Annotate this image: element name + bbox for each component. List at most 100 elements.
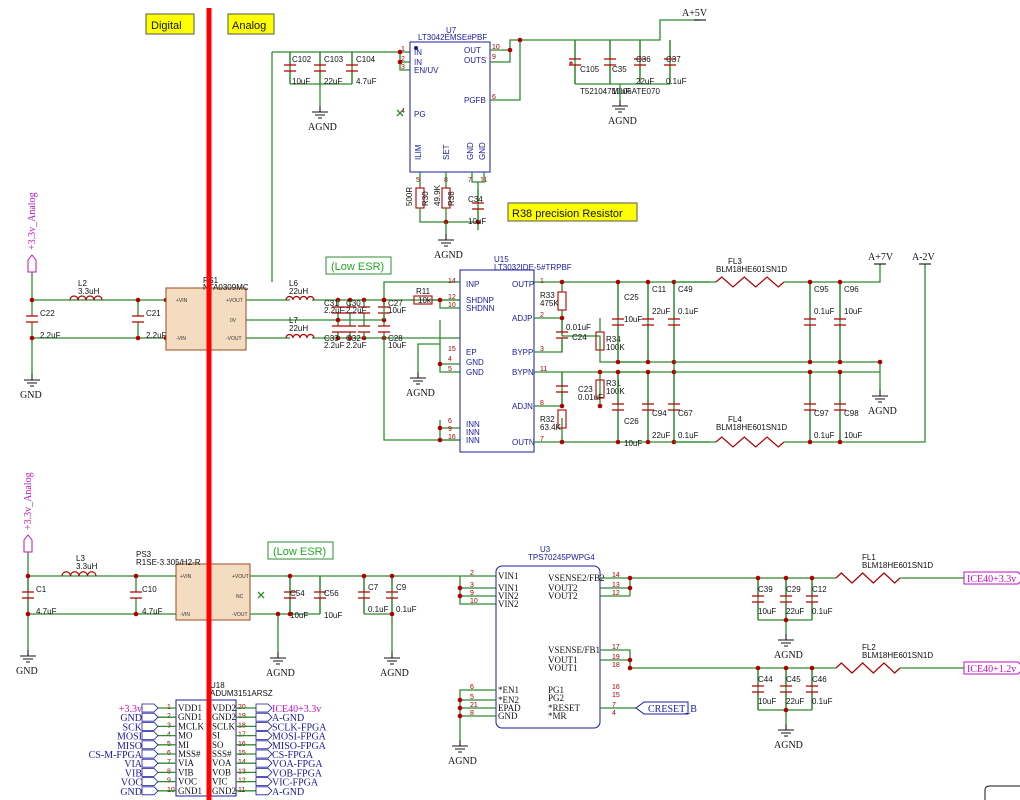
u15-pin-number: 7 <box>540 436 544 443</box>
u3-pin-number: 7 <box>612 702 616 709</box>
junction-dot <box>135 335 141 341</box>
component-ref: C105 <box>580 65 600 74</box>
u15-pin-number: 2 <box>540 312 544 319</box>
wire <box>363 576 393 652</box>
precision-banner-text: R38 precision Resistor <box>512 208 623 220</box>
u15-pin-number: 14 <box>448 278 456 285</box>
component-ref: C37 <box>666 55 681 64</box>
l6-ref: L6 <box>289 279 298 288</box>
junction-dot <box>559 315 565 321</box>
component-ref: C11 <box>652 285 667 294</box>
component-ref: C7 <box>368 583 379 592</box>
net-flag-icon <box>23 534 33 553</box>
u15-pin-name: OUTP <box>512 280 534 289</box>
wire <box>674 282 881 442</box>
component-value: 4.7uF <box>356 77 377 86</box>
wire-u7-out <box>490 19 700 63</box>
u18-right-net: A-GND <box>272 713 304 724</box>
u15-pin-name: SHDNN <box>466 304 495 313</box>
ground-symbol-icon <box>410 372 426 385</box>
resistor-symbol <box>413 295 433 305</box>
u7-pin-number: 10 <box>492 44 500 51</box>
junction-dot <box>807 279 813 285</box>
r11-ref: R11 <box>416 287 431 296</box>
component-ref: C35 <box>612 65 627 74</box>
ps3-pin: NC <box>236 594 244 600</box>
ps1-pin: +VIN <box>176 298 188 304</box>
component-ref: C98 <box>844 409 859 418</box>
r31-ref: R31 <box>606 379 621 388</box>
u7-pin-name: OUT <box>464 46 481 55</box>
u3-part: TPS70245PWPG4 <box>528 553 595 562</box>
wire <box>417 300 460 373</box>
c32-value: 2.2uF <box>346 341 367 350</box>
component-value: 0.1uF <box>812 697 833 706</box>
junction-dot <box>275 611 281 617</box>
ground-label: AGND <box>308 122 337 133</box>
capacitor-symbol <box>332 325 344 333</box>
component-ref: C10 <box>142 585 157 594</box>
junction-dot <box>645 439 651 445</box>
rail-label: A+7V <box>868 252 894 263</box>
junction-dot <box>559 439 565 445</box>
u3-pin-name: VIN1 <box>498 583 519 593</box>
u15-pin-number: 15 <box>448 346 456 353</box>
u18-pin-name: VOC <box>178 777 197 787</box>
u3-pin-number: 8 <box>470 710 474 717</box>
u7-ref: U7 <box>446 26 457 35</box>
ground-label: GND <box>20 390 42 401</box>
u18-left-net: +3.3v <box>119 704 142 715</box>
u3-pin-number: 17 <box>612 644 620 651</box>
u15-pin-name: OUTN <box>512 438 535 447</box>
u18-pin-name: VIC <box>212 777 228 787</box>
r32-ref: R32 <box>540 415 555 424</box>
capacitor-symbol <box>332 306 344 314</box>
component-value: 0.1uF <box>814 431 835 440</box>
u18-left-net: SCK <box>123 722 143 733</box>
ferrite-filter-symbol <box>715 276 785 288</box>
junction-dot <box>807 439 813 445</box>
net-flag-icon <box>963 571 1020 585</box>
junction-dot <box>437 361 443 367</box>
u18-right-net: MISO-FPGA <box>272 741 327 752</box>
ground-symbol-icon <box>312 106 328 119</box>
port-arrow-icon <box>255 786 273 796</box>
component-value: 10uF <box>290 611 308 620</box>
port-arrow-icon <box>255 722 273 731</box>
component-ref: C36 <box>636 55 651 64</box>
wire <box>757 668 813 724</box>
capacitor-symbol <box>284 64 296 72</box>
component-ref: C1 <box>36 585 47 594</box>
u3-pin-number: 4 <box>612 710 616 717</box>
ps3-pin: +VIN <box>180 574 192 580</box>
u7-pin-name: OUTS <box>464 56 486 65</box>
component-value: 22uF <box>652 431 670 440</box>
component-value: 10uF <box>758 607 776 616</box>
capacitor-symbol <box>556 331 568 339</box>
u18-right-net: ICE40+3.3v <box>272 704 321 715</box>
polarity-plus-icon <box>569 61 573 65</box>
ground-symbol-icon <box>384 652 400 665</box>
component-value: 10uF <box>468 217 486 226</box>
wire <box>600 577 830 597</box>
ps3-pin: +VOUT <box>232 574 249 580</box>
c27-value: 10uF <box>388 306 406 315</box>
u18-left-net: CS-M-FPGA <box>89 750 143 761</box>
junction-dot <box>437 425 443 431</box>
u15-pin-number: 6 <box>448 418 452 425</box>
junction-dot <box>29 297 35 303</box>
u3-pin-number: 2 <box>470 570 474 577</box>
ground-symbol-icon <box>778 724 794 737</box>
junction-dot <box>755 575 761 581</box>
component-ref: C29 <box>786 585 801 594</box>
wire <box>383 338 460 441</box>
no-connect-icon <box>257 591 265 599</box>
capacitor-symbol <box>806 595 818 603</box>
component-ref: C104 <box>356 55 376 64</box>
c32-ref: C32 <box>346 334 361 343</box>
u15-ref: U15 <box>494 255 509 264</box>
wire <box>534 340 563 353</box>
junction-dot <box>627 575 633 581</box>
net-flag-label: ICE40+3.3v <box>967 574 1016 585</box>
